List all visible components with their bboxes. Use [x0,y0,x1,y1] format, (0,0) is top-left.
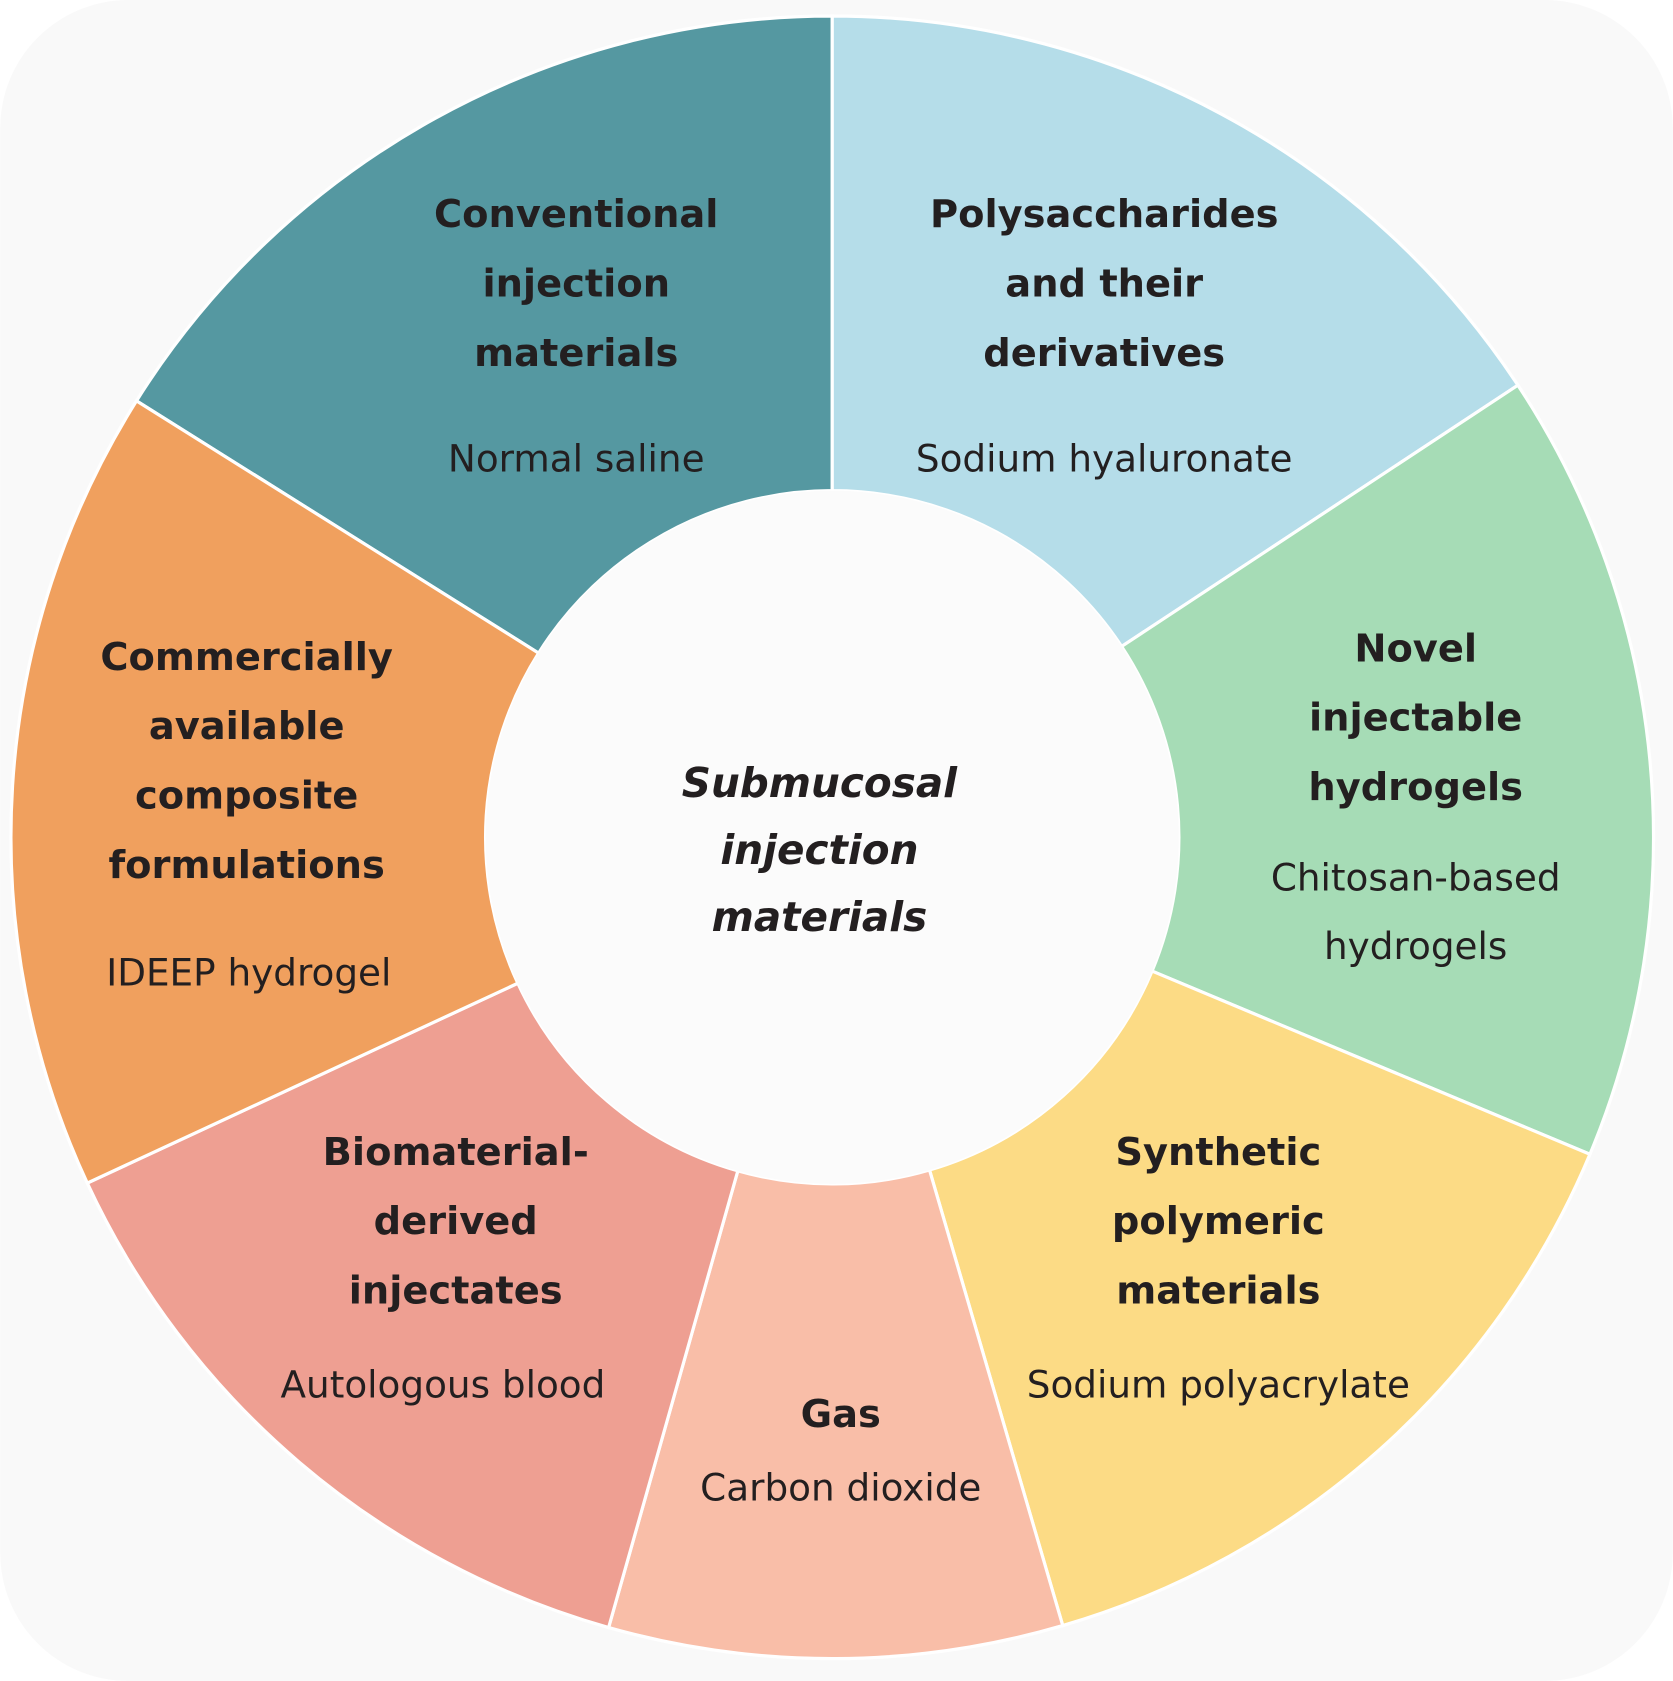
segment-title: Novel [1354,626,1477,671]
segment-title: materials [474,331,678,376]
segment-title: Synthetic [1115,1130,1321,1175]
label-polysaccharides: Polysaccharides and their derivativesSodiu… [916,192,1293,480]
segment-example: Autologous blood [281,1362,606,1406]
segment-example: Sodium hyaluronate [916,436,1293,480]
segment-example: Sodium polyacrylate [1027,1362,1410,1406]
segment-example: Carbon dioxide [700,1466,981,1510]
center-title: injection [720,826,918,874]
segment-title: injectates [349,1268,563,1313]
segment-example: Normal saline [448,436,705,480]
segment-example: Chitosan-based [1271,856,1561,900]
segment-title: derived [374,1199,538,1244]
segment-title: materials [1116,1268,1320,1313]
segment-title: available [149,704,345,749]
segment-title: formulations [108,843,384,888]
label-biomaterial: Biomaterial-derived injectatesAutologous … [281,1130,606,1407]
segment-title: derivatives [983,331,1225,376]
segment-example: hydrogels [1324,924,1507,968]
segment-title: Commercially [100,635,393,680]
label-commercial: Commercially available composite formulatio… [100,635,393,995]
segment-title: injectable [1309,696,1522,741]
segment-title: Biomaterial- [323,1130,589,1175]
segment-title: injection [482,262,670,307]
segment-title: and their [1005,262,1203,307]
segment-title: composite [135,774,358,819]
segment-title: polymeric [1112,1199,1325,1244]
label-hydrogels: NovelinjectablehydrogelsChitosan-basedhy… [1271,626,1561,968]
center-title: materials [712,893,928,941]
center-circle [485,490,1179,1184]
segment-title: Gas [801,1392,881,1437]
segment-example: IDEEP hydrogel [106,951,391,995]
center-title: Submucosal [682,759,958,807]
segment-title: Polysaccharides [930,192,1279,237]
segment-title: Conventional [434,192,718,237]
segment-title: hydrogels [1308,765,1523,810]
